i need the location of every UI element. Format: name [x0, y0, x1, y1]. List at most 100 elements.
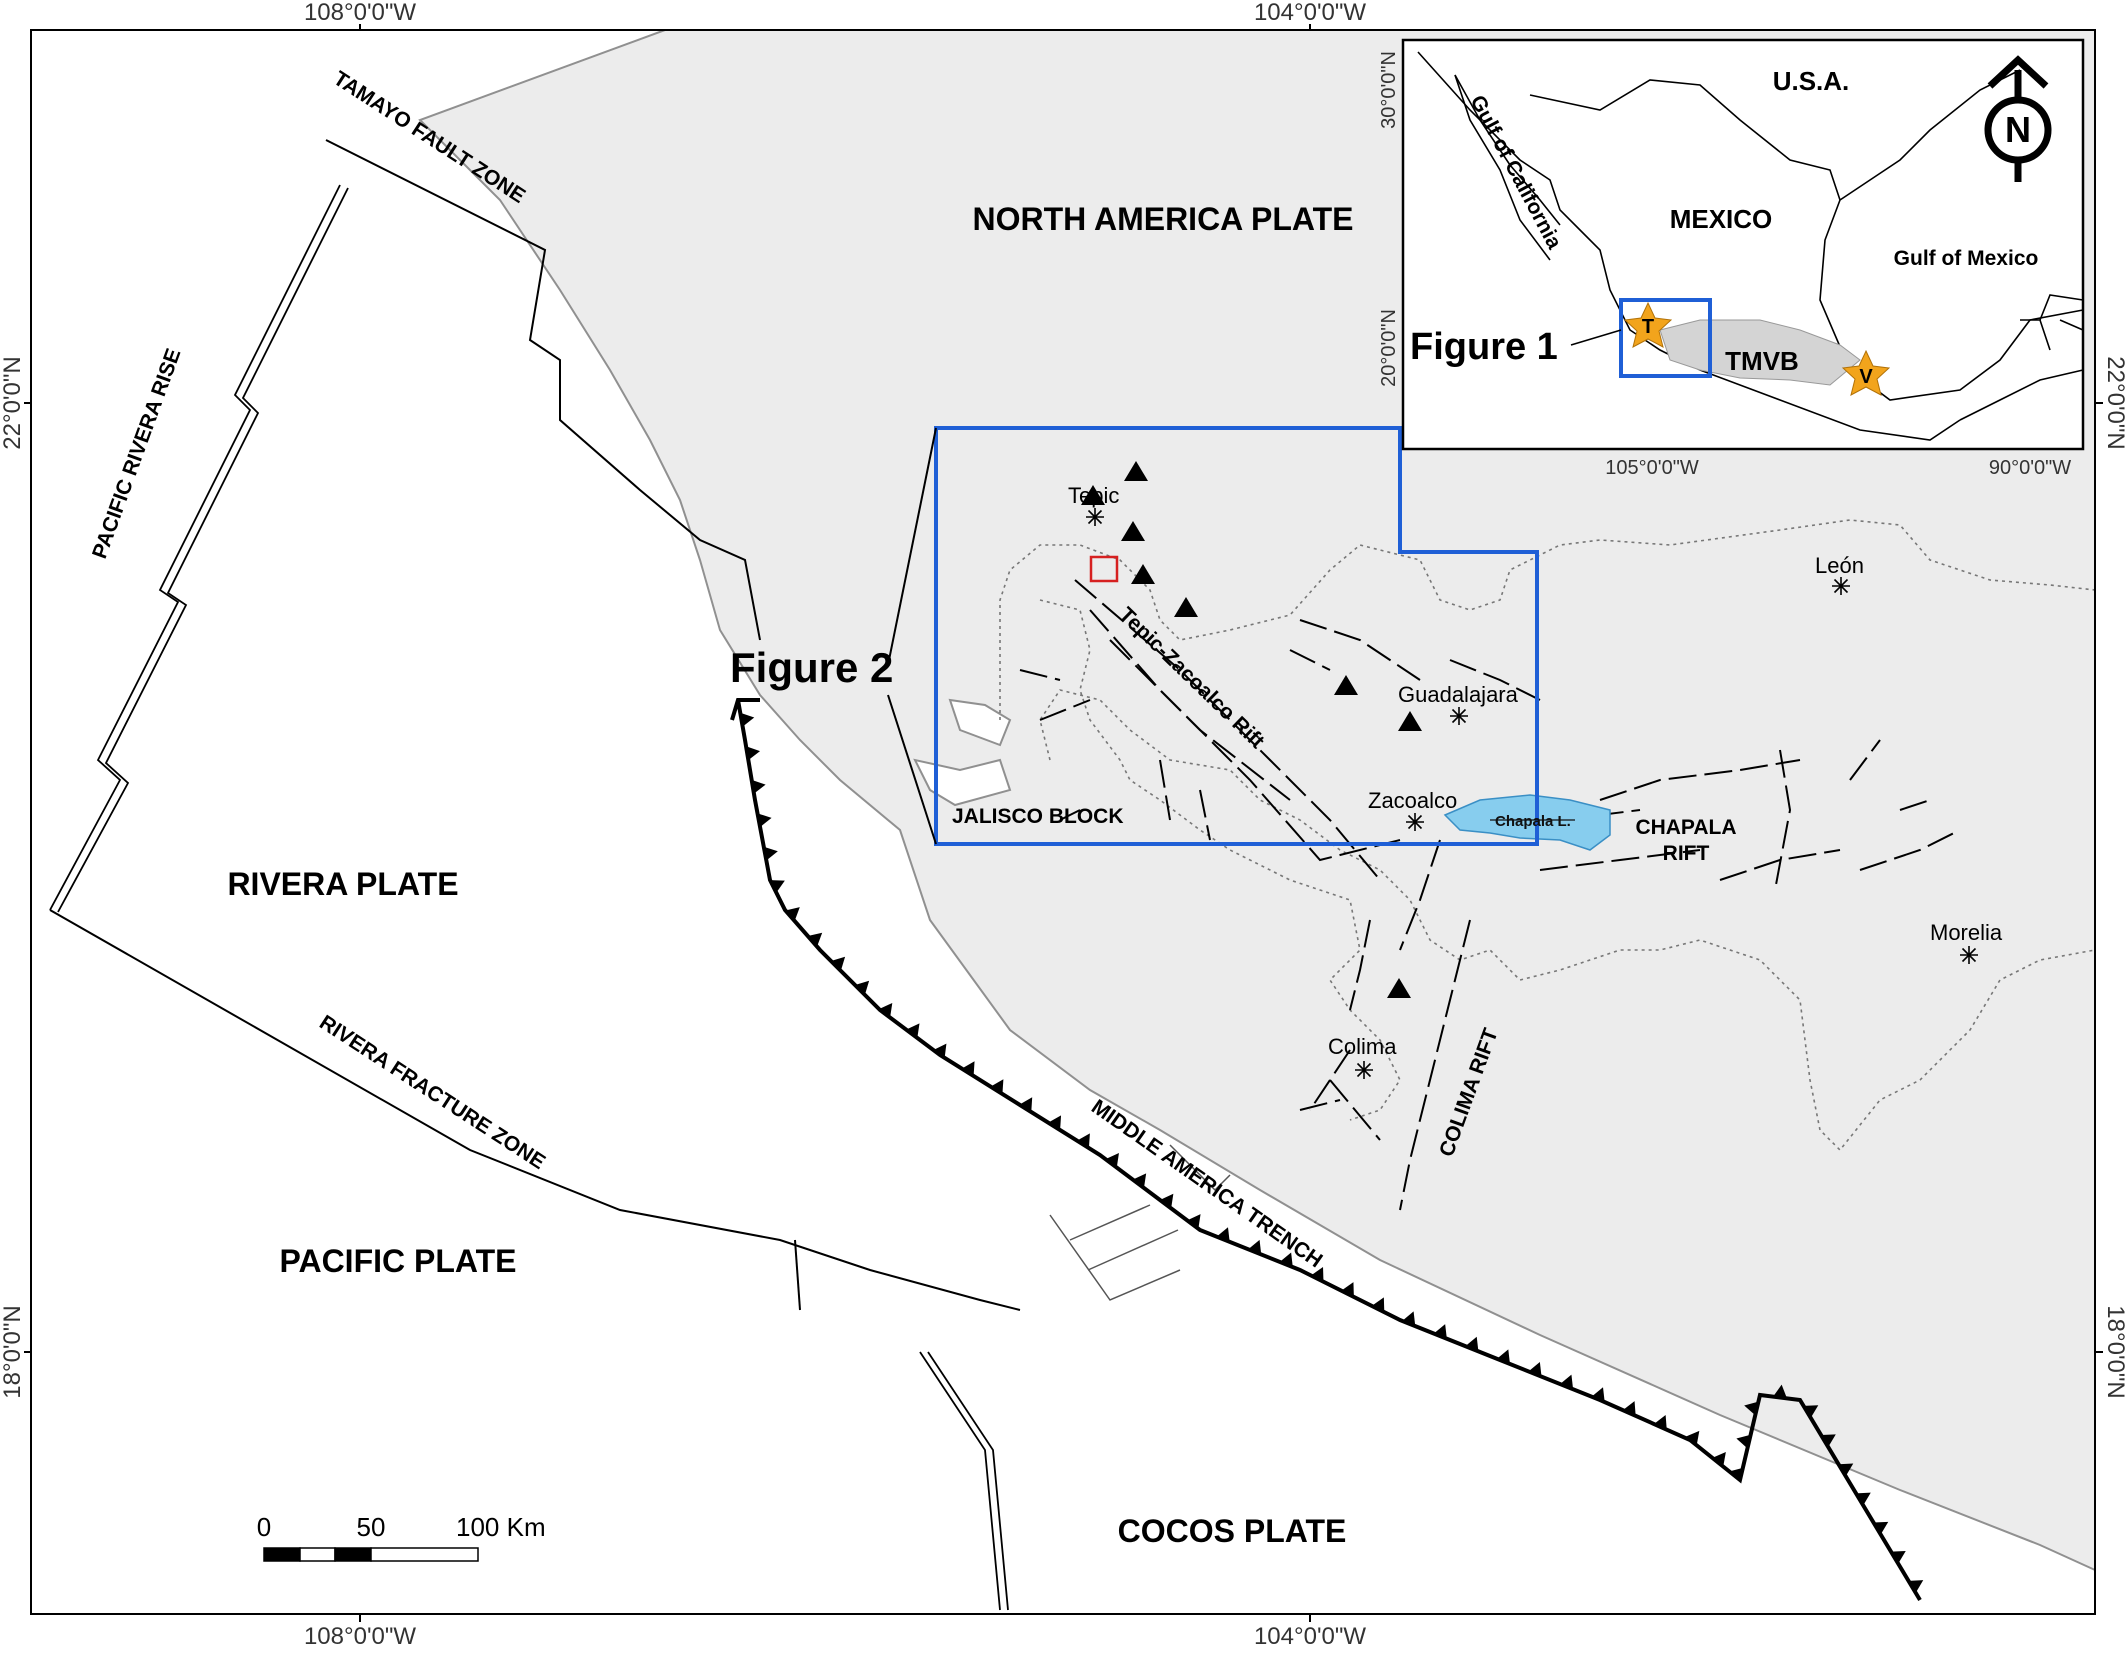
trench-tooth: [1105, 1152, 1119, 1168]
figure1-label: Figure 1: [1410, 326, 1558, 368]
inset-coastlines: [1417, 51, 2084, 441]
trench-tooth: [1736, 1434, 1751, 1449]
figure2-leader-lines: [887, 427, 937, 845]
rivera-rise-outline: [49, 909, 1021, 1311]
trench-tooth: [1279, 1252, 1293, 1268]
trench-tooth: [1528, 1361, 1542, 1377]
trench-tooth: [1019, 1097, 1033, 1113]
inset-star-v-label: V: [1859, 366, 1873, 388]
trench-tooth: [1132, 1173, 1147, 1188]
top-lon-104: 104°0'0"W: [1254, 0, 1366, 26]
inset-lat-20: 20°0'0"N: [1378, 309, 1400, 387]
trench-tooth: [1821, 1434, 1836, 1448]
right-lat-18: 18°0'0"N: [2102, 1305, 2128, 1398]
trench-tooth: [770, 880, 785, 893]
volcano-triangle-icon: [1121, 521, 1145, 541]
scale-tick-100: 100 Km: [456, 1512, 546, 1542]
inset-figure1-leader: [1570, 329, 1622, 346]
trench-tooth: [785, 907, 800, 922]
north-arrow-icon: N: [1984, 55, 2052, 182]
inset-label-mexico: MEXICO: [1670, 204, 1773, 234]
pacific-rivera-rise: [49, 184, 349, 913]
trench-tooth: [830, 956, 846, 971]
left-lat-18: 18°0'0"N: [0, 1305, 26, 1398]
rivera-plate-label: RIVERA PLATE: [227, 866, 458, 902]
scale-tick-0: 0: [257, 1512, 271, 1542]
trench-tooth: [1402, 1311, 1416, 1327]
trench-tooth: [763, 846, 778, 861]
pacific-rivera-boundary: [794, 1239, 801, 1311]
trench-tooth: [757, 813, 772, 828]
inset-star-v: V: [1841, 349, 1891, 396]
trench-tooth: [1653, 1414, 1667, 1430]
inset-lon-105: 105°0'0"W: [1605, 457, 1699, 479]
volcano-triangle-icon: [1131, 564, 1155, 584]
north-america-plate-label: NORTH AMERICA PLATE: [972, 201, 1353, 237]
trench-tooth: [990, 1079, 1004, 1095]
volcano-triangle-icon: [1124, 461, 1148, 481]
north-arrow-label: N: [2005, 109, 2031, 150]
cocos-plate-label: COCOS PLATE: [1118, 1513, 1347, 1549]
tmvb-boundary: [999, 519, 2096, 720]
trench-tooth: [1310, 1266, 1324, 1282]
asterisk-city-icon: [1450, 707, 1468, 725]
trench-tooth: [1744, 1401, 1759, 1416]
right-lat-22: 22°0'0"N: [2102, 356, 2128, 449]
trench-tooth: [906, 1023, 920, 1038]
asterisk-city-icon: [1960, 946, 1978, 964]
trench-tooth: [1873, 1521, 1889, 1535]
rift-faults: [1019, 579, 1961, 1211]
coastline-banderas: [948, 698, 1012, 747]
trench-tooth: [1803, 1405, 1819, 1418]
trench-tooth: [751, 779, 766, 794]
city-label-colima: Colima: [1328, 1034, 1397, 1059]
trench-tooth: [1622, 1401, 1636, 1416]
city-label-tepic: Tepic: [1068, 483, 1119, 508]
trench-tooth: [1371, 1297, 1385, 1313]
trench-tooth: [1908, 1580, 1924, 1593]
trench-tooth: [1465, 1336, 1479, 1352]
lake-chapala: [1443, 794, 1611, 851]
bottom-lon-104: 104°0'0"W: [1254, 1623, 1366, 1648]
coastline-inlet: [913, 758, 1012, 807]
trench-tooth: [1077, 1133, 1090, 1149]
trench-tooth: [1560, 1374, 1574, 1390]
trench-hook: [730, 698, 760, 721]
trench-tooth: [1685, 1430, 1700, 1446]
trench-tooth: [1712, 1452, 1726, 1467]
jalisco-interior-boundary: [1039, 599, 1401, 1121]
city-label-zacoalco: Zacoalco: [1368, 788, 1457, 813]
asterisk-city-icon: [1832, 577, 1850, 595]
city-markers: [1086, 508, 1978, 1079]
chapala-rift-label-line1: CHAPALA: [1635, 816, 1736, 839]
scale-bar: 0 50 100 Km: [257, 1512, 546, 1562]
volcano-triangle-icon: [1081, 485, 1105, 505]
figure2-label: Figure 2: [730, 644, 893, 691]
inset-label-tmvb: TMVB: [1725, 346, 1799, 376]
trench-tooth: [1159, 1193, 1174, 1209]
inset-label-usa: U.S.A.: [1773, 66, 1850, 96]
inset-figure1-box: [1619, 298, 1712, 378]
bottom-lon-108: 108°0'0"W: [304, 1623, 416, 1648]
trench-tooth: [740, 712, 755, 727]
trench-tooth: [1728, 1467, 1743, 1482]
east-pacific-rise-segment: [919, 1351, 1009, 1611]
jalisco-block-label: JALISCO BLOCK: [952, 805, 1124, 828]
trench-tooth: [961, 1061, 975, 1077]
trench-tooth: [1773, 1384, 1787, 1399]
city-label-morelia: Morelia: [1930, 920, 2003, 945]
trench-tooth: [1433, 1324, 1447, 1339]
volcano-triangle-icon: [1174, 597, 1198, 617]
chapala-lake-label: Chapala L.: [1495, 813, 1571, 830]
inset-lon-90: 90°0'0"W: [1989, 457, 2071, 479]
trench-tooth: [878, 1002, 893, 1018]
city-label-guadalajara: Guadalajara: [1398, 682, 1519, 707]
trench-tooth: [1048, 1115, 1062, 1131]
pacific-plate-label: PACIFIC PLATE: [279, 1243, 516, 1279]
trench-tooth: [746, 746, 761, 761]
city-label-leon: León: [1815, 553, 1864, 578]
inset-lat-30: 30°0'0"N: [1378, 51, 1400, 129]
top-lon-108: 108°0'0"W: [304, 0, 416, 26]
trench-tooth: [1187, 1214, 1201, 1229]
